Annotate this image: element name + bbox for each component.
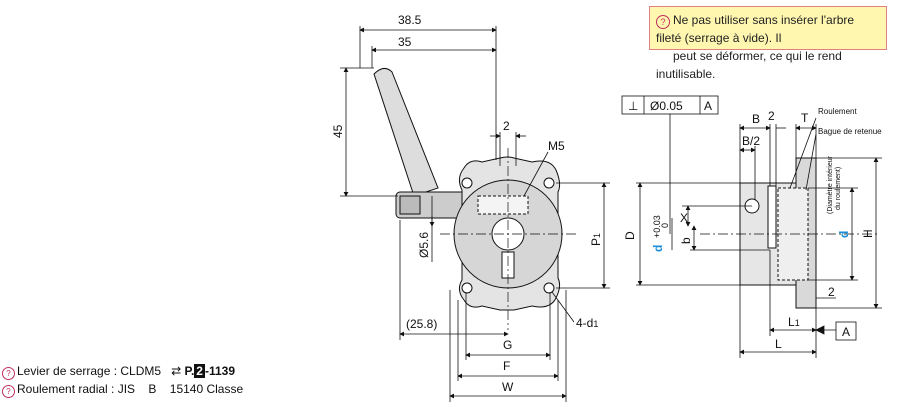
note-icon: ?	[2, 385, 15, 398]
dim-l1: L1	[788, 315, 800, 329]
mount-hole	[461, 177, 473, 189]
note-bearing: ?Roulement radial : JIS B 15140 Classe	[2, 380, 243, 398]
datum-a: A	[842, 325, 850, 339]
dim-d-right: d	[837, 231, 851, 238]
warning-icon: ?	[656, 15, 670, 29]
front-view	[373, 68, 576, 330]
label-diam-int-2: du roulement)	[835, 167, 842, 210]
note-lever: ?Levier de serrage : CLDM5 ⇄ P.2-1139	[2, 362, 243, 380]
dim-w: W	[502, 380, 514, 394]
dim-m5: M5	[548, 139, 565, 153]
tolerance-datum: A	[704, 99, 712, 113]
side-dimensions	[621, 95, 882, 358]
side-labels: ⊥ Ø0.05 A B 2 T B/2 Roulement Bague de r…	[623, 99, 882, 351]
note-lever-label: Levier de serrage : CLDM5	[17, 364, 162, 378]
label-diam-int-1: (Diamètre intérieur	[827, 155, 834, 214]
mount-hole	[543, 282, 555, 294]
side-view	[700, 157, 880, 309]
notes: ?Levier de serrage : CLDM5 ⇄ P.2-1139 ?R…	[2, 362, 243, 398]
dim-45: 45	[331, 124, 345, 138]
note-bearing-spec2: 15140 Classe	[169, 382, 244, 396]
dim-f: F	[503, 359, 510, 373]
page-ref-icon: ⇄	[171, 364, 182, 378]
warning-box: ?Ne pas utiliser sans insérer l'arbre fi…	[649, 6, 887, 81]
label-roulement: Roulement	[818, 107, 857, 116]
note-icon: ?	[2, 367, 15, 380]
dim-2-top: 2	[768, 109, 775, 123]
dim-l: L	[775, 337, 782, 351]
mount-hole	[543, 177, 555, 189]
lever-handle	[373, 68, 439, 197]
warning-line-2: peut se déformer, ce qui le rend inutili…	[656, 49, 842, 81]
dim-35: 35	[398, 35, 412, 49]
side-slot	[767, 185, 777, 249]
dim-d-big: D	[623, 231, 637, 240]
dim-25-8: (25.8)	[406, 317, 437, 331]
dim-phi-5-6: Ø5.6	[417, 232, 431, 258]
label-bague: Bague de retenue	[818, 127, 882, 136]
dim-b-lower: b	[679, 237, 693, 244]
page-ref-prefix[interactable]: P.	[184, 364, 195, 378]
mount-hole	[461, 282, 473, 294]
warning-line-1: Ne pas utiliser sans insérer l'arbre fil…	[656, 13, 855, 45]
front-dimensions	[340, 26, 610, 402]
dim-d-tol-plus: +0.03	[652, 215, 662, 238]
dim-g: G	[503, 338, 512, 352]
dim-4-d1: 4-d1	[576, 316, 598, 330]
datum-a-box	[835, 321, 857, 341]
page-ref-number[interactable]: -1139	[204, 364, 236, 378]
dim-38-5: 38.5	[398, 13, 422, 27]
dim-d-small: d	[651, 245, 665, 252]
dim-2: 2	[503, 119, 510, 133]
note-bearing-spec: B	[148, 382, 157, 396]
front-labels: 38.5 35 45 2 M5 P1 Ø5.6 (25.8) G F W 4-d…	[331, 13, 603, 394]
tolerance-symbol: ⊥	[628, 99, 638, 113]
dim-h: H	[861, 229, 875, 238]
note-bearing-label: Roulement radial : JIS	[17, 382, 136, 396]
clamp-screw	[477, 195, 529, 215]
dim-x: X	[680, 211, 688, 225]
dim-b: B	[752, 112, 760, 126]
dim-d-tol-zero: 0	[660, 223, 670, 228]
dim-b-half: B/2	[742, 134, 760, 148]
dim-2-bottom: 2	[828, 285, 835, 299]
page-ref-page[interactable]: 2	[194, 364, 205, 378]
dim-p1: P1	[589, 233, 603, 246]
dim-t: T	[801, 111, 809, 125]
tolerance-value: Ø0.05	[650, 99, 683, 113]
